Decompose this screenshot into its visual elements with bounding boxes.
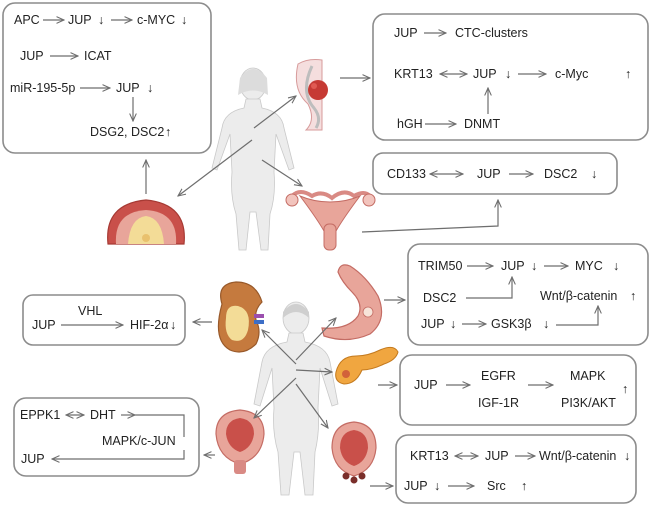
kidney-icon bbox=[217, 281, 264, 353]
colon-cmyc-down: ↓ bbox=[181, 13, 187, 27]
colon-jup-1: JUP bbox=[68, 13, 92, 27]
colon-mir: miR-195-5p bbox=[10, 81, 75, 95]
breast-icon bbox=[295, 59, 328, 131]
cervix-dsc2: DSC2 bbox=[544, 167, 577, 181]
bladder-panel bbox=[395, 434, 637, 504]
gastric-wnt: Wnt/β-catenin bbox=[540, 289, 617, 303]
bladder-jup-1: JUP bbox=[485, 449, 509, 463]
colon-dsg-up: ↑ bbox=[165, 125, 171, 139]
colon-jup-3-down: ↓ bbox=[147, 81, 153, 95]
cervix-dsc2-down: ↓ bbox=[591, 167, 597, 181]
human-figure-female bbox=[211, 67, 295, 251]
gastric-jup-2-down: ↓ bbox=[450, 317, 456, 331]
kidney-hif-down: ↓ bbox=[170, 318, 176, 332]
kidney-jup: JUP bbox=[32, 318, 56, 332]
breast-dnmt: DNMT bbox=[464, 117, 500, 131]
bladder-krt13: KRT13 bbox=[410, 449, 449, 463]
gastric-trim50: TRIM50 bbox=[418, 259, 463, 273]
pancreas-igf: IGF-1R bbox=[478, 396, 519, 410]
bladder-wnt-down: ↓ bbox=[624, 449, 630, 463]
breast-jup-1: JUP bbox=[394, 26, 418, 40]
bladder-jup-2-down: ↓ bbox=[434, 479, 440, 493]
colon-jup-2: JUP bbox=[20, 49, 44, 63]
breast-hgh: hGH bbox=[397, 117, 423, 131]
gastric-gsk: GSK3β bbox=[491, 317, 532, 331]
colon-tumor-icon bbox=[107, 199, 185, 245]
pancreas-pi3k: PI3K/AKT bbox=[561, 396, 616, 410]
gastric-jup-1: JUP bbox=[501, 259, 525, 273]
gastric-myc: MYC bbox=[575, 259, 603, 273]
bladder-src: Src bbox=[487, 479, 506, 493]
gastric-gsk-down: ↓ bbox=[543, 317, 549, 331]
bladder-wnt: Wnt/β-catenin bbox=[539, 449, 616, 463]
colon-panel bbox=[2, 2, 212, 154]
bladder-src-up: ↑ bbox=[521, 479, 527, 493]
prostate-jup: JUP bbox=[21, 452, 45, 466]
kidney-panel bbox=[22, 294, 186, 346]
gastric-myc-down: ↓ bbox=[613, 259, 619, 273]
prostate-panel bbox=[13, 397, 200, 477]
colon-jup-3: JUP bbox=[116, 81, 140, 95]
pancreas-up: ↑ bbox=[622, 382, 628, 396]
prostate-eppk1: EPPK1 bbox=[20, 408, 60, 422]
gastric-wnt-up: ↑ bbox=[630, 289, 636, 303]
prostate-icon bbox=[215, 409, 265, 474]
pancreas-panel bbox=[399, 354, 637, 426]
colon-jup-1-down: ↓ bbox=[98, 13, 104, 27]
prostate-mapk: MAPK/c-JUN bbox=[102, 434, 176, 448]
pancreas-jup: JUP bbox=[414, 378, 438, 392]
colon-icat: ICAT bbox=[84, 49, 112, 63]
breast-jup-2: JUP bbox=[473, 67, 497, 81]
breast-krt13: KRT13 bbox=[394, 67, 433, 81]
uterus-icon bbox=[285, 190, 376, 251]
cervix-cd133: CD133 bbox=[387, 167, 426, 181]
pancreas-icon bbox=[335, 346, 399, 385]
kidney-hif: HIF-2α bbox=[130, 318, 168, 332]
stomach-icon bbox=[321, 264, 383, 341]
human-figure-male bbox=[253, 301, 339, 496]
pancreas-egfr: EGFR bbox=[481, 369, 516, 383]
pancreas-mapk: MAPK bbox=[570, 369, 606, 383]
gastric-panel bbox=[407, 243, 649, 346]
breast-ctc: CTC-clusters bbox=[455, 26, 528, 40]
kidney-vhl: VHL bbox=[78, 304, 102, 318]
breast-cmyc-up: ↑ bbox=[625, 67, 631, 81]
breast-jup-2-down: ↓ bbox=[505, 67, 511, 81]
gastric-dsc2: DSC2 bbox=[423, 291, 456, 305]
breast-panel bbox=[372, 13, 649, 141]
cervix-jup: JUP bbox=[477, 167, 501, 181]
bladder-jup-2: JUP bbox=[404, 479, 428, 493]
bladder-icon bbox=[331, 421, 377, 484]
colon-cmyc: c-MYC bbox=[137, 13, 175, 27]
colon-apc: APC bbox=[14, 13, 40, 27]
colon-dsg: DSG2, DSC2 bbox=[90, 125, 164, 139]
cervix-panel bbox=[372, 152, 618, 195]
breast-cmyc: c-Myc bbox=[555, 67, 588, 81]
gastric-jup-2: JUP bbox=[421, 317, 445, 331]
gastric-jup-1-down: ↓ bbox=[531, 259, 537, 273]
prostate-dht: DHT bbox=[90, 408, 116, 422]
